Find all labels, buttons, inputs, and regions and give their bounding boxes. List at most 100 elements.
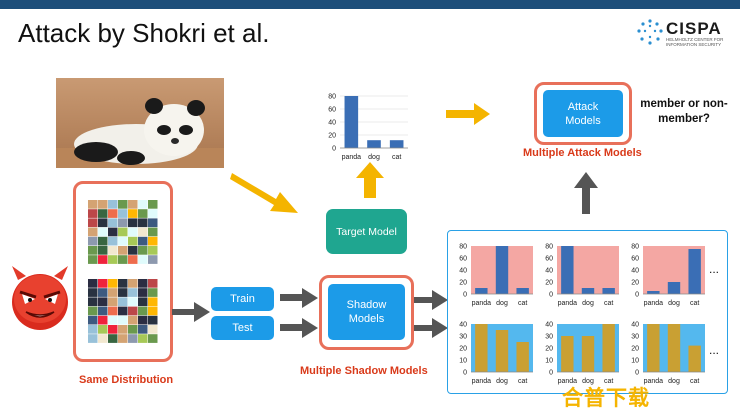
thumbnail-tile xyxy=(148,218,158,228)
thumbnail-tile xyxy=(138,306,148,316)
thumbnail-tile xyxy=(88,218,98,228)
chart-shadow-6-bar-cat xyxy=(688,345,701,372)
chart-shadow-5-ytick-label: 40 xyxy=(545,322,553,329)
ellipsis-bottom: ... xyxy=(709,343,720,357)
chart-target-ytick-label: 60 xyxy=(328,107,336,114)
thumbnail-tile xyxy=(118,246,128,255)
chart-target-bar-panda xyxy=(344,96,359,148)
chart-shadow-3-bar-panda xyxy=(647,291,660,294)
target-model-button[interactable]: Target Model xyxy=(326,209,407,254)
thumbnail-tile xyxy=(108,218,118,228)
thumbnail-tile xyxy=(128,209,138,218)
same-distribution-label: Same Distribution xyxy=(79,374,174,386)
chart-shadow-1-bar-cat xyxy=(516,288,529,294)
chart-shadow-6-ytick-label: 30 xyxy=(631,334,639,341)
thumbnail-tile xyxy=(88,279,98,288)
chart-shadow-6-ytick-label: 10 xyxy=(631,358,639,365)
thumbnail-tile xyxy=(148,279,158,288)
thumbnail-tile xyxy=(98,297,108,307)
chart-shadow-4-xtick-dog: dog xyxy=(496,378,508,385)
thumbnail-tile xyxy=(108,209,118,218)
thumbnail-tile xyxy=(88,315,98,325)
thumbnail-tile xyxy=(128,306,138,316)
member-or-nonmember-label: member or non-member? xyxy=(640,98,728,125)
chart-shadow-3-bar-dog xyxy=(667,282,681,294)
thumbnail-tile xyxy=(128,255,138,264)
chart-shadow-1-ytick-label: 60 xyxy=(459,256,467,263)
thumbnail-tile xyxy=(128,325,138,334)
thumbnail-tile xyxy=(138,236,148,246)
chart-shadow-4-ytick-label: 10 xyxy=(459,358,467,365)
chart-shadow-2-xtick-cat: cat xyxy=(604,300,613,307)
thumbnail-tile xyxy=(138,227,148,237)
attacker-devil-icon xyxy=(12,266,68,330)
thumbnail-tile xyxy=(88,236,98,246)
attack-models-button[interactable]: Attack Models xyxy=(543,90,623,137)
multiple-attack-models-label: Multiple Attack Models xyxy=(523,147,642,159)
arrow-target-to-output xyxy=(356,162,384,198)
chart-shadow-3-xtick-dog: dog xyxy=(668,300,680,307)
test-button[interactable]: Test xyxy=(211,316,274,340)
thumbnail-tile xyxy=(108,279,118,288)
thumbnail-tile xyxy=(98,306,108,316)
chart-shadow-6-bar-dog xyxy=(667,324,681,372)
chart-shadow-2-bar-panda xyxy=(561,246,574,294)
train-button[interactable]: Train xyxy=(211,287,274,311)
chart-shadow-6-xtick-dog: dog xyxy=(668,378,680,385)
thumbnail-tile xyxy=(148,306,158,316)
thumbnail-tile xyxy=(118,297,128,307)
thumbnail-tile xyxy=(98,218,108,228)
chart-shadow-2-xtick-dog: dog xyxy=(582,300,594,307)
header-bar xyxy=(0,0,740,9)
watermark-text: 合普下载 xyxy=(562,387,650,410)
chart-shadow-4-xtick-cat: cat xyxy=(518,378,527,385)
thumbnail-tile xyxy=(128,297,138,307)
chart-shadow-2-bar-dog xyxy=(581,288,595,294)
thumbnail-tile xyxy=(128,246,138,255)
chart-shadow-5-bar-dog xyxy=(581,336,595,372)
chart-shadow-2-bar-cat xyxy=(602,288,615,294)
chart-shadow-5-ytick-label: 20 xyxy=(545,346,553,353)
thumbnail-tile xyxy=(108,306,118,316)
thumbnail-tile xyxy=(98,255,108,264)
thumbnail-tile xyxy=(88,325,98,334)
chart-shadow-2-ytick-label: 80 xyxy=(545,244,553,251)
thumbnail-tile xyxy=(118,218,128,228)
thumbnail-tile xyxy=(128,288,138,297)
thumbnail-tile xyxy=(98,288,108,297)
thumbnail-tile xyxy=(138,200,148,209)
same-distribution-box xyxy=(73,181,173,362)
thumbnail-tile xyxy=(108,200,118,209)
chart-shadow-2-ytick-label: 0 xyxy=(549,292,553,299)
attack-models-label: Attack Models xyxy=(565,100,601,127)
thumbnail-tile xyxy=(148,288,158,297)
thumbnail-tile xyxy=(118,334,128,343)
chart-shadow-3-ytick-label: 0 xyxy=(635,292,639,299)
chart-shadow-3-bar-cat xyxy=(688,249,701,294)
chart-shadow-2-ytick-label: 60 xyxy=(545,256,553,263)
chart-shadow-2-ytick-label: 20 xyxy=(545,280,553,287)
thumbnail-tile xyxy=(148,297,158,307)
thumbnail-tile xyxy=(148,200,158,209)
thumbnail-tile xyxy=(138,288,148,297)
thumbnail-tile xyxy=(88,334,98,343)
arrow-train-to-shadow xyxy=(280,288,318,308)
logo-subtitle: HELMHOLTZ CENTER FOR INFORMATION SECURIT… xyxy=(666,37,724,47)
chart-shadow-5-bar-cat xyxy=(602,324,615,372)
chart-shadow-1-ytick-label: 0 xyxy=(463,292,467,299)
thumbnail-tile xyxy=(138,279,148,288)
thumbnail-tile xyxy=(118,306,128,316)
chart-target-xtick-dog: dog xyxy=(368,154,380,161)
chart-shadow-1-xtick-panda: panda xyxy=(472,300,492,307)
chart-target-ytick-label: 40 xyxy=(328,120,336,127)
thumbnail-tile xyxy=(98,246,108,255)
logo-name: CISPA xyxy=(666,19,722,38)
thumbnail-tile xyxy=(118,279,128,288)
thumbnail-tile xyxy=(118,209,128,218)
arrow-to-train-test xyxy=(172,302,210,322)
thumbnail-tile xyxy=(108,315,118,325)
shadow-models-button[interactable]: Shadow Models xyxy=(328,284,405,340)
thumbnail-tile xyxy=(118,315,128,325)
